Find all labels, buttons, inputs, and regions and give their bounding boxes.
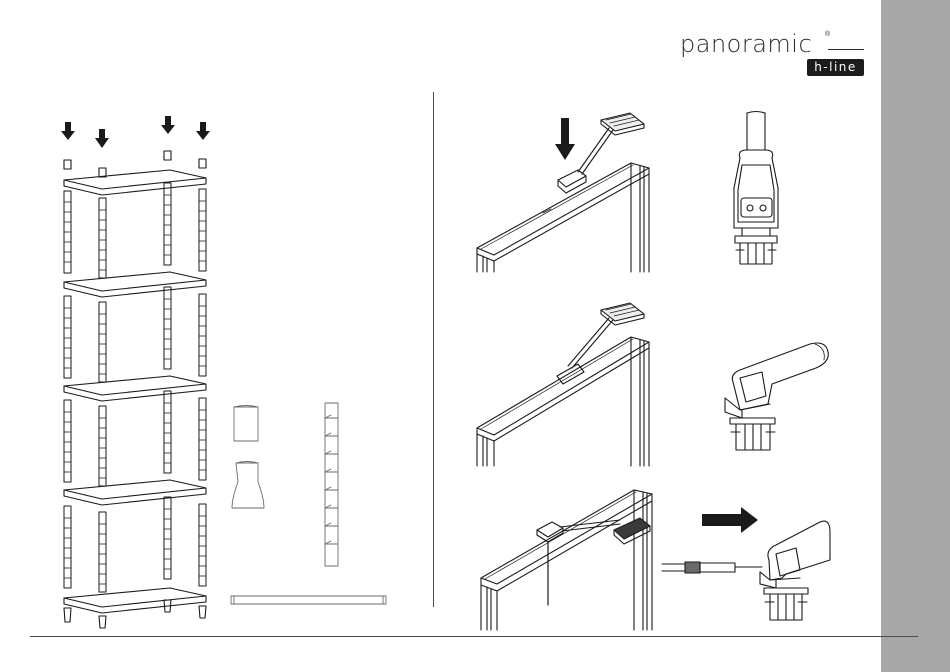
clamp-plug-detail-illustration xyxy=(725,343,828,450)
plug-detail-illustration xyxy=(734,112,778,265)
down-arrow-icon xyxy=(61,122,75,140)
shelf-board xyxy=(64,480,206,505)
down-arrow-icon xyxy=(95,129,109,148)
shelf-board xyxy=(64,272,206,297)
rack-posts xyxy=(64,183,206,592)
down-arrow-icon xyxy=(161,116,175,134)
step3-connection-detail xyxy=(662,507,830,620)
right-arrow-icon xyxy=(702,507,758,533)
down-arrow-icon xyxy=(196,122,210,140)
long-rail-part xyxy=(231,596,386,604)
shelf-board xyxy=(64,376,206,401)
shelf-board xyxy=(64,170,206,195)
post-segment-part xyxy=(325,403,338,566)
connector-parts xyxy=(232,406,264,509)
step3-frame-illustration xyxy=(481,490,652,630)
shelf-board xyxy=(64,588,206,613)
shelf-rack-illustration xyxy=(61,116,210,628)
step1-frame-illustration xyxy=(477,113,649,272)
down-arrow-icon xyxy=(555,118,575,160)
step2-frame-illustration xyxy=(477,303,649,466)
